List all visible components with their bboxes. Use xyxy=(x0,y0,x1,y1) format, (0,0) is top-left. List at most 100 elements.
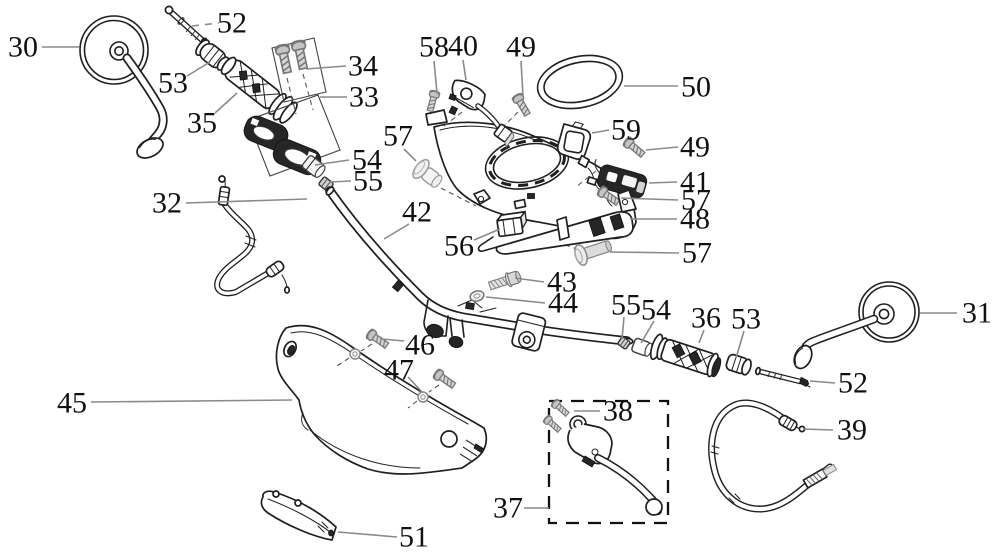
part-label-46: 46 xyxy=(405,329,435,362)
leader-line-57-right xyxy=(620,197,679,201)
left-adjuster-rod xyxy=(164,5,208,45)
part-label-31: 31 xyxy=(962,297,992,330)
screw-49-top xyxy=(510,91,533,118)
handlebar-front-cover xyxy=(275,324,488,475)
part-label-44: 44 xyxy=(548,287,578,320)
right-throttle-bushing xyxy=(631,337,653,357)
left-throttle-bushing xyxy=(301,155,326,178)
leader-line-34 xyxy=(305,65,347,70)
part-label-40: 40 xyxy=(448,30,478,63)
left-grip-cap xyxy=(195,39,230,71)
leader-line-43 xyxy=(514,277,545,283)
part-label-59: 59 xyxy=(611,114,641,147)
leader-line-46 xyxy=(381,338,405,342)
leader-line-52-right xyxy=(809,380,836,384)
brake-master-cylinder xyxy=(567,415,613,468)
washer-47-hole xyxy=(420,394,426,400)
handlebar-tube xyxy=(325,186,634,352)
leader-line-54-right xyxy=(640,320,655,344)
leader-line-35 xyxy=(214,92,238,114)
right-lock-nut xyxy=(617,336,631,350)
leader-line-58 xyxy=(433,60,438,94)
part-label-55-left: 55 xyxy=(353,165,383,198)
part-label-52-right: 52 xyxy=(838,367,868,400)
part-label-35: 35 xyxy=(187,107,217,140)
part-label-54-right: 54 xyxy=(641,294,671,327)
leader-line-53-right xyxy=(735,330,745,359)
part-label-34: 34 xyxy=(348,50,378,83)
leader-line-57-left xyxy=(403,148,417,162)
leader-line-51 xyxy=(337,531,398,538)
leader-line-39 xyxy=(802,428,834,431)
right-grip xyxy=(649,333,722,378)
part-label-53-right: 53 xyxy=(731,303,761,336)
choke-lever-switch xyxy=(448,79,515,149)
screw-38-b xyxy=(541,413,564,435)
wire-clip xyxy=(496,210,528,238)
handlebar-plug-left xyxy=(412,158,443,188)
dashed-line-41 xyxy=(575,170,597,188)
left-mirror xyxy=(79,15,168,159)
right-switch xyxy=(594,158,648,199)
dashed-line-46 xyxy=(336,343,373,367)
part-label-33: 33 xyxy=(349,81,379,114)
leader-line-53-left xyxy=(186,61,211,77)
brake-lever-assembly-box xyxy=(541,397,670,525)
part-label-37: 37 xyxy=(493,492,523,525)
leader-line-56 xyxy=(473,228,501,241)
part-label-38: 38 xyxy=(603,395,633,428)
right-adjuster-rod xyxy=(755,366,811,388)
screw-58 xyxy=(424,88,441,113)
part-label-32: 32 xyxy=(152,187,182,220)
part-label-57-bottom: 57 xyxy=(682,237,712,270)
part-label-41: 41 xyxy=(680,166,710,199)
right-grip-cap xyxy=(725,353,752,376)
part-label-51: 51 xyxy=(399,521,429,554)
leader-line-40 xyxy=(462,59,467,81)
leader-line-49-top xyxy=(520,60,524,97)
part-label-54-left: 54 xyxy=(352,144,382,177)
part-label-56: 56 xyxy=(444,230,474,263)
part-label-57-left: 57 xyxy=(383,120,413,153)
leader-line-44 xyxy=(485,296,546,304)
throttle-cable xyxy=(214,175,291,297)
washer-46-hole xyxy=(352,351,358,357)
part-label-57-right: 57 xyxy=(681,184,711,217)
leader-line-45 xyxy=(90,399,293,403)
leader-line-59 xyxy=(591,129,610,134)
clamp-bolt xyxy=(487,270,522,291)
mount-bolt-bottom xyxy=(574,240,613,266)
part-label-52-top-left: 52 xyxy=(217,7,247,40)
part-label-53-left: 53 xyxy=(158,67,188,100)
leader-line-47 xyxy=(407,376,423,393)
part-label-45: 45 xyxy=(57,387,87,420)
wiring-bracket xyxy=(556,121,592,169)
dashed-line-47 xyxy=(407,384,440,409)
part-label-39: 39 xyxy=(837,414,867,447)
part-label-36: 36 xyxy=(691,302,721,335)
lower-trim-cover xyxy=(260,490,337,541)
part-label-43: 43 xyxy=(547,266,577,299)
leader-line-32 xyxy=(185,198,308,204)
part-label-49-top: 49 xyxy=(506,31,536,64)
handlebar-clamp xyxy=(511,312,547,352)
part-label-48: 48 xyxy=(680,203,710,236)
part-label-55-right: 55 xyxy=(611,289,641,322)
leader-line-55-left xyxy=(329,180,352,183)
leader-line-41 xyxy=(648,181,678,184)
leader-line-54-left xyxy=(314,159,350,166)
speedometer-trim-ring xyxy=(536,54,624,110)
part-label-30: 30 xyxy=(8,31,38,64)
dashed-line-57-left xyxy=(432,183,477,207)
leader-line-42 xyxy=(383,223,410,240)
washer-46 xyxy=(349,348,361,360)
part-label-58: 58 xyxy=(419,31,449,64)
left-grip xyxy=(220,56,298,124)
dashed-line-40 xyxy=(443,111,463,127)
clamp-washer xyxy=(469,290,485,302)
leader-line-57-bottom xyxy=(609,251,680,254)
part-label-49-right: 49 xyxy=(680,131,710,164)
